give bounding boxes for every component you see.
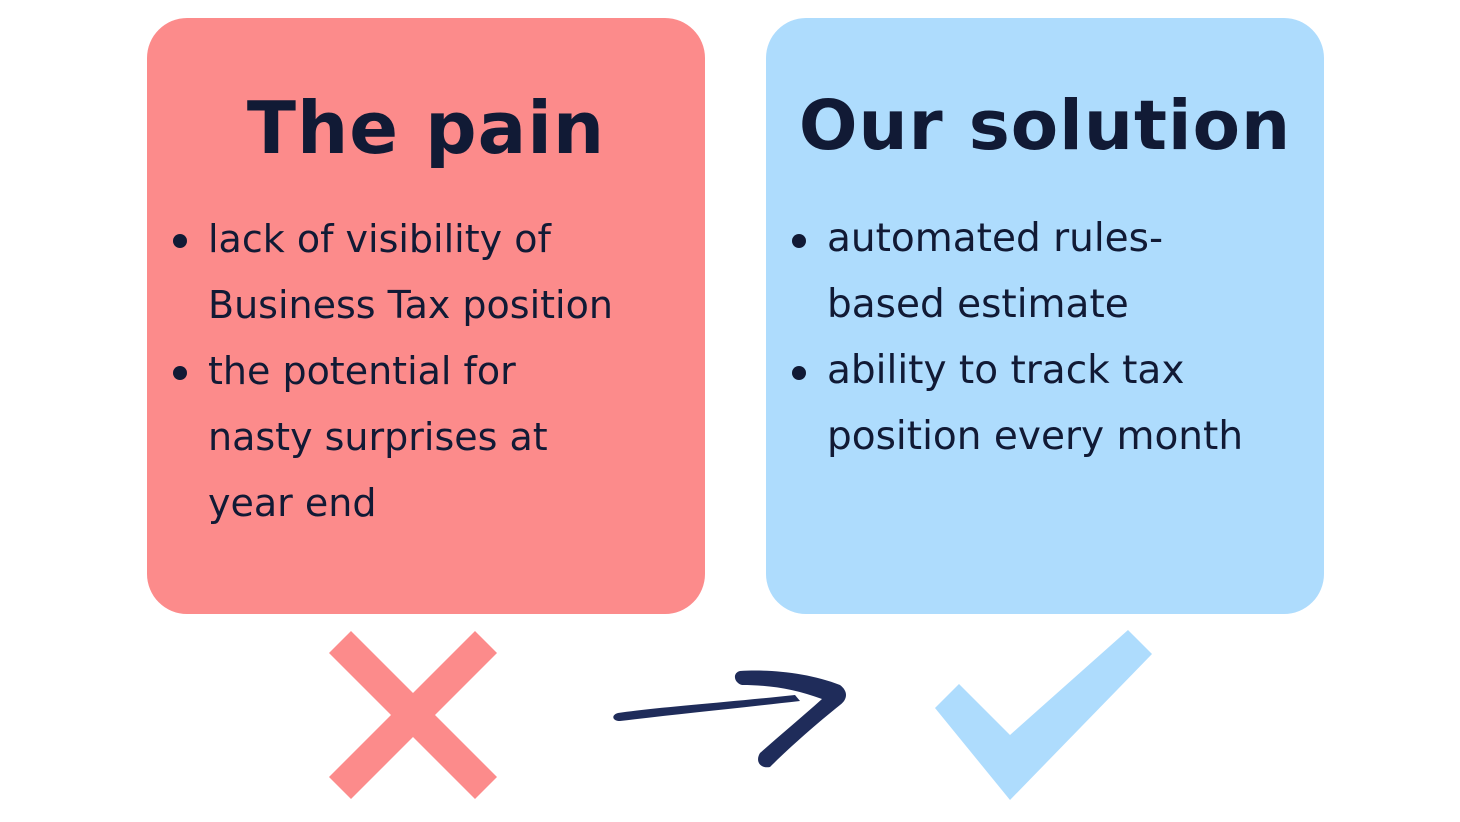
solution-bullet-item: ability to track tax position every mont… bbox=[786, 338, 1324, 470]
bullet-text-line: nasty surprises at bbox=[208, 415, 548, 459]
bullet-text-line: position every month bbox=[827, 414, 1244, 459]
bullet-text-line: year end bbox=[208, 481, 377, 525]
bullet-text-line: Business Tax position bbox=[208, 283, 613, 327]
bullet-dot-icon bbox=[792, 366, 806, 380]
pain-bullet-item: the potential for nasty surprises at yea… bbox=[167, 338, 705, 536]
solution-bullet-list: automated rules- based estimate ability … bbox=[786, 206, 1324, 470]
bullet-text-line: based estimate bbox=[827, 282, 1129, 327]
bullet-text-line: lack of visibility of bbox=[208, 217, 551, 261]
pain-card-title: The pain bbox=[246, 86, 606, 170]
bullet-dot-icon bbox=[792, 234, 806, 248]
bullet-text-line: the potential for bbox=[208, 349, 516, 393]
arrow-right-icon bbox=[613, 670, 846, 768]
solution-card-title: Our solution bbox=[798, 86, 1292, 166]
checkmark-icon bbox=[935, 630, 1152, 800]
pain-card: The pain lack of visibility of Business … bbox=[147, 18, 705, 614]
bullet-dot-icon bbox=[173, 234, 187, 248]
bullet-dot-icon bbox=[173, 366, 187, 380]
pain-bullet-item: lack of visibility of Business Tax posit… bbox=[167, 206, 705, 338]
pain-bullet-list: lack of visibility of Business Tax posit… bbox=[167, 206, 705, 536]
cross-icon bbox=[329, 631, 497, 799]
solution-bullet-item: automated rules- based estimate bbox=[786, 206, 1324, 338]
solution-card: Our solution automated rules- based esti… bbox=[766, 18, 1324, 614]
bullet-text-line: automated rules- bbox=[827, 216, 1164, 261]
bullet-text-line: ability to track tax bbox=[827, 348, 1185, 393]
